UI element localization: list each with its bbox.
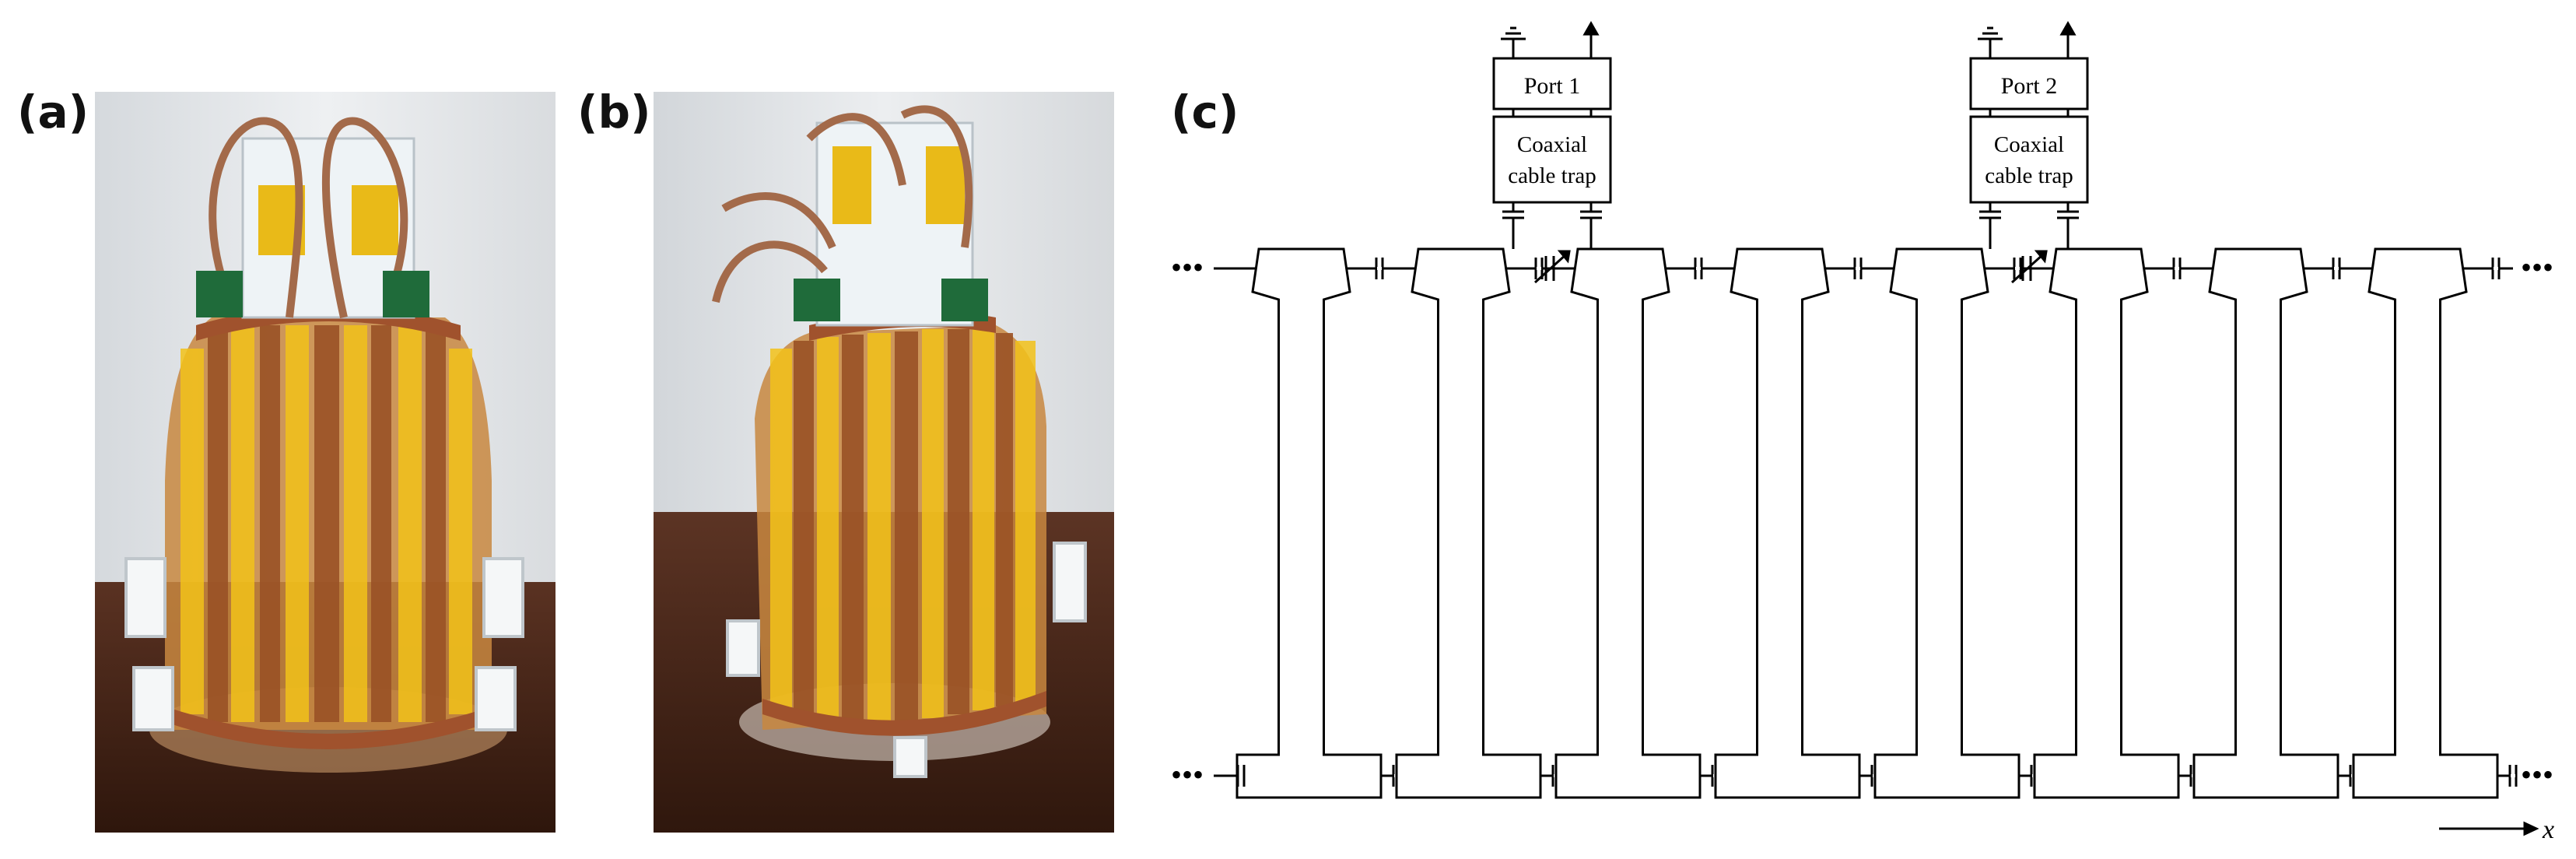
panel-label-b: (b) [577,86,651,138]
panel-label-c: (c) [1171,86,1239,138]
port-box-2 [1969,57,2089,110]
port-box-1 [1492,57,1612,110]
element-2 [1395,247,1542,799]
ellipsis-top-right: ••• [2521,250,2553,285]
panel-label-a: (a) [17,86,89,138]
photo-coil-a [95,92,556,833]
element-3 [1554,247,1702,799]
cable-trap-line1-1: Coaxial [1517,132,1587,157]
cable-trap-box-2 [1969,115,2089,204]
port-label-2: Port 2 [2001,73,2058,99]
element-1 [1235,247,1383,799]
cable-trap-line1-2: Coaxial [1994,132,2064,157]
cable-trap-line2-1: cable trap [1508,163,1596,188]
element-8 [2352,247,2499,799]
element-6 [2033,247,2180,799]
element-7 [2192,247,2339,799]
ellipsis-top-left: ••• [1171,250,1204,285]
port-label-1: Port 1 [1524,73,1581,99]
ellipsis-bottom-left: ••• [1171,757,1204,792]
x-axis-label: x [2542,815,2554,844]
cable-trap-box-1 [1492,115,1612,204]
element-4 [1714,247,1861,799]
photo-coil-b [654,92,1114,833]
ellipsis-bottom-right: ••• [2521,757,2553,792]
coil-schematic: ••• ••• ••• ••• Port 1 Coaxial cable trap Port … [1171,20,2554,844]
element-5 [1873,247,2020,799]
cable-trap-line2-2: cable trap [1985,163,2073,188]
